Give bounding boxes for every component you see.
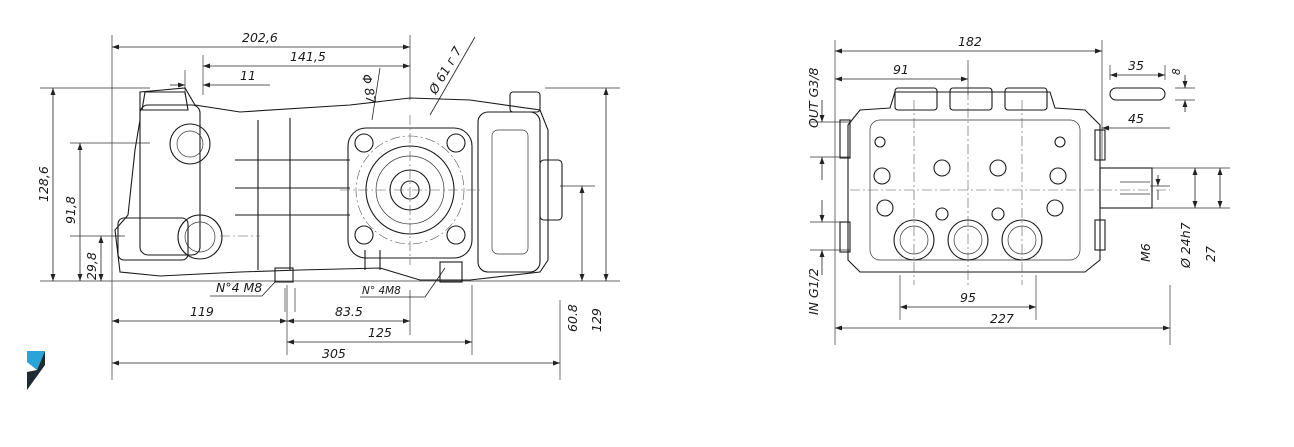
dim-83-5: 83.5 — [335, 304, 363, 319]
dim-60-8: 60.8 — [565, 304, 580, 332]
dim-129: 129 — [589, 308, 604, 332]
dim-27: 27 — [1203, 246, 1218, 262]
dim-305: 305 — [322, 346, 346, 361]
front-view — [810, 40, 1230, 345]
brand-logo — [27, 351, 45, 390]
dim-95: 95 — [960, 290, 976, 305]
side-view — [40, 35, 620, 380]
dim-phi-87: Φ 87 — [359, 73, 379, 105]
dim-119: 119 — [190, 304, 214, 319]
dim-phi-24h7: Ø 24h7 — [1178, 222, 1193, 269]
port-in: IN G1/2 — [806, 268, 821, 315]
dim-182: 182 — [958, 34, 982, 49]
dim-11: 11 — [240, 68, 256, 83]
dim-35: 35 — [1128, 58, 1144, 73]
thread-m6: M6 — [1138, 243, 1153, 262]
thread-n4m8: N°4 M8 — [216, 280, 262, 295]
thread-n4m8-right: N° 4M8 — [362, 285, 401, 297]
dim-202-6: 202,6 — [242, 30, 278, 45]
dim-91-8: 91,8 — [63, 196, 78, 224]
dim-125: 125 — [368, 325, 392, 340]
port-out: OUT G3/8 — [806, 68, 821, 128]
dim-45: 45 — [1128, 111, 1144, 126]
dim-29-8: 29,8 — [84, 252, 99, 280]
dim-141-5: 141,5 — [290, 49, 326, 64]
dim-91: 91 — [893, 62, 909, 77]
dim-8: 8 — [1171, 68, 1183, 75]
dim-128-6: 128,6 — [36, 166, 51, 202]
dim-227: 227 — [990, 311, 1014, 326]
